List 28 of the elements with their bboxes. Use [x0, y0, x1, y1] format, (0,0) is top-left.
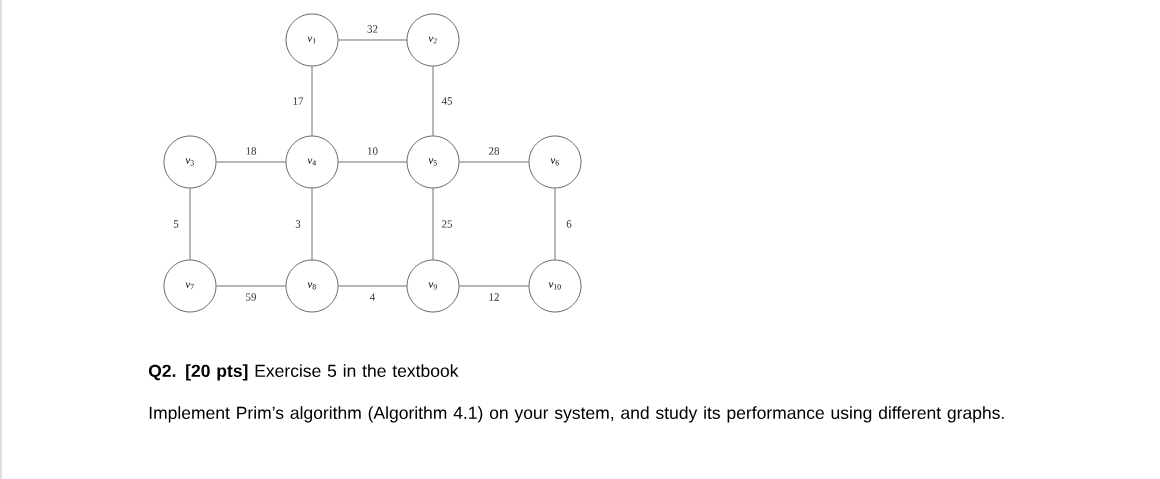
edge-label: 59	[246, 293, 257, 301]
edge-line	[432, 66, 434, 136]
paragraph: Implement Prim’s algorithm (Algorithm 4.1) on your system, and study its performance using different graphs.	[149, 406, 1004, 423]
edge-line	[459, 161, 529, 163]
edge-label: 25	[442, 220, 453, 228]
edge-line	[338, 39, 407, 41]
edge-line	[216, 285, 286, 287]
edge-line	[311, 188, 313, 260]
edge-label: 18	[246, 147, 257, 155]
paragraph: Q2. [20 pts] Exercise 5 in the textbook	[148, 364, 459, 381]
edge-line	[311, 66, 313, 136]
edge-line	[338, 161, 407, 163]
edge-line	[338, 285, 407, 287]
edge-line	[216, 161, 286, 163]
edge-line	[554, 188, 556, 260]
edge-label: 28	[489, 147, 500, 155]
edge-label: 45	[441, 97, 453, 105]
edge-label: 17	[293, 97, 304, 105]
edge-label: 4	[370, 293, 376, 301]
edge-line	[189, 188, 191, 260]
edge-line	[459, 285, 529, 287]
edge-label: 5	[173, 220, 179, 228]
edge-line	[432, 188, 434, 260]
edge-label: 12	[489, 293, 499, 301]
edge-label: 6	[566, 220, 572, 228]
edge-label: 32	[367, 25, 378, 33]
edge-label: 10	[368, 147, 378, 155]
edge-label: 3	[295, 220, 301, 228]
